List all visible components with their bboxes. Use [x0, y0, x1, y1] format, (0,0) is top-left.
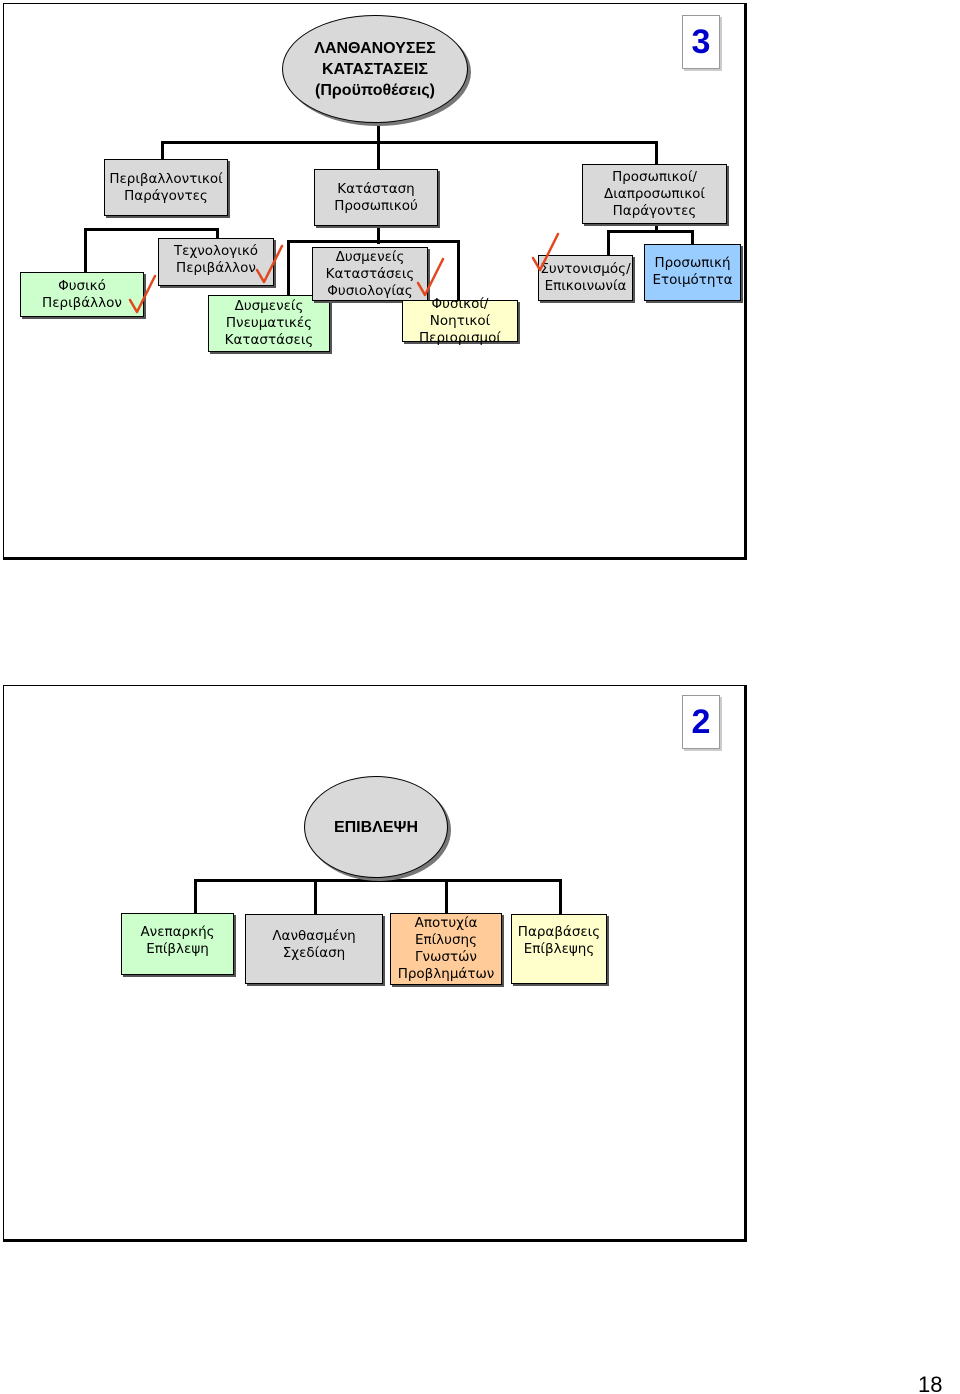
connector-level1-bar — [161, 141, 657, 144]
page-number: 18 — [918, 1372, 943, 1394]
node-staff-condition: Κατάσταση Προσωπικού — [314, 169, 438, 226]
connector-tech-env — [216, 228, 219, 240]
slide-latent-conditions: 3 ΛΑΝΘΑΝΟΥΣΕΣ ΚΑΤΑΣΤΑΣΕΙΣ (Προϋποθέσεις)… — [3, 3, 747, 560]
slide-supervision: 2 ΕΠΙΒΛΕΨΗ Ανεπαρκής Επίβλεψη Λανθασμένη… — [3, 685, 747, 1242]
node-inadequate-supervision: Ανεπαρκής Επίβλεψη — [121, 913, 234, 975]
node-adverse-mental-states: Δυσμενείς Πνευματικές Καταστάσεις — [208, 295, 330, 352]
node-faulty-planning-label: Λανθασμένη Σχεδίαση — [272, 928, 356, 961]
node-personal-readiness-label: Προσωπική Ετοιμότητα — [652, 255, 733, 288]
slide-number-box: 3 — [682, 15, 720, 69]
node-coordination-communication-label: Συντονισμός/ Επικοινωνία — [540, 261, 631, 294]
connector-staff-bar — [287, 240, 459, 243]
node-inadequate-supervision-label: Ανεπαρκής Επίβλεψη — [140, 924, 215, 957]
node-technological-environment: Τεχνολογικό Περιβάλλον — [158, 238, 274, 286]
root-node-supervision: ΕΠΙΒΛΕΨΗ — [304, 776, 448, 878]
connector-level1-bar — [194, 879, 561, 882]
connector-mental — [287, 240, 290, 296]
connector-physical-env — [84, 228, 87, 273]
node-physical-mental-limitations: Φυσικοί/Νοητικοί Περιορισμοί — [402, 296, 518, 346]
node-adverse-physiological-states: Δυσμενείς Καταστάσεις Φυσιολογίας — [312, 247, 428, 301]
check-mark-icon — [128, 274, 157, 314]
connector-inadequate — [194, 879, 197, 913]
node-technological-environment-label: Τεχνολογικό Περιβάλλον — [173, 243, 259, 276]
node-adverse-mental-states-label: Δυσμενείς Πνευματικές Καταστάσεις — [224, 298, 314, 348]
node-personal-factors-label: Προσωπικοί/ Διαπροσωπικοί Παράγοντες — [604, 168, 705, 219]
check-mark-icon — [531, 232, 560, 272]
connector-env-bar — [84, 228, 219, 231]
connector-personal-bar — [607, 230, 693, 233]
slide-number: 2 — [691, 702, 711, 741]
node-supervisory-violations: Παραβάσεις Επίβλεψης — [511, 914, 607, 984]
connector-readiness — [691, 230, 694, 244]
node-physical-environment-label: Φυσικό Περιβάλλον — [42, 277, 122, 311]
connector-coord — [607, 230, 610, 256]
connector-personal-down — [655, 224, 658, 232]
node-failure-to-correct-known-problems-label: Αποτυχία Επίλυσης Γνωστών Προβλημάτων — [397, 915, 495, 982]
connector-personal — [655, 141, 658, 165]
node-personal-factors: Προσωπικοί/ Διαπροσωπικοί Παράγοντες — [582, 164, 727, 224]
node-personal-readiness: Προσωπική Ετοιμότητα — [644, 244, 741, 301]
slide-number-box: 2 — [682, 695, 720, 749]
connector-staff — [377, 141, 380, 169]
node-supervisory-violations-label: Παραβάσεις Επίβλεψης — [517, 924, 601, 957]
node-staff-condition-label: Κατάσταση Προσωπικού — [334, 180, 418, 214]
node-adverse-physiological-states-label: Δυσμενείς Καταστάσεις Φυσιολογίας — [325, 248, 415, 299]
node-physical-environment: Φυσικό Περιβάλλον — [20, 272, 144, 317]
root-node-label: ΕΠΙΒΛΕΨΗ — [333, 818, 419, 836]
check-mark-icon — [416, 257, 445, 297]
root-node-latent-conditions: ΛΑΝΘΑΝΟΥΣΕΣ ΚΑΤΑΣΤΑΣΕΙΣ (Προϋποθέσεις) — [282, 15, 468, 123]
root-node-label: ΛΑΝΘΑΝΟΥΣΕΣ ΚΑΤΑΣΤΑΣΕΙΣ (Προϋποθέσεις) — [314, 39, 436, 99]
node-physical-mental-limitations-label: Φυσικοί/Νοητικοί Περιορισμοί — [419, 295, 501, 346]
connector-failure — [445, 879, 448, 913]
node-faulty-planning: Λανθασμένη Σχεδίαση — [245, 914, 383, 984]
node-environmental-factors-label: Περιβαλλοντικοί Παράγοντες — [109, 170, 223, 204]
node-coordination-communication: Συντονισμός/ Επικοινωνία — [538, 255, 633, 301]
connector-planning — [314, 879, 317, 914]
connector-root — [377, 121, 380, 143]
connector-violations — [559, 879, 562, 914]
node-failure-to-correct-known-problems: Αποτυχία Επίλυσης Γνωστών Προβλημάτων — [390, 913, 502, 985]
connector-env — [161, 141, 164, 159]
slide-number: 3 — [691, 22, 711, 61]
connector-staff-down — [377, 226, 380, 244]
check-mark-icon — [255, 244, 284, 284]
node-environmental-factors: Περιβαλλοντικοί Παράγοντες — [104, 159, 228, 216]
connector-limits — [457, 240, 460, 300]
